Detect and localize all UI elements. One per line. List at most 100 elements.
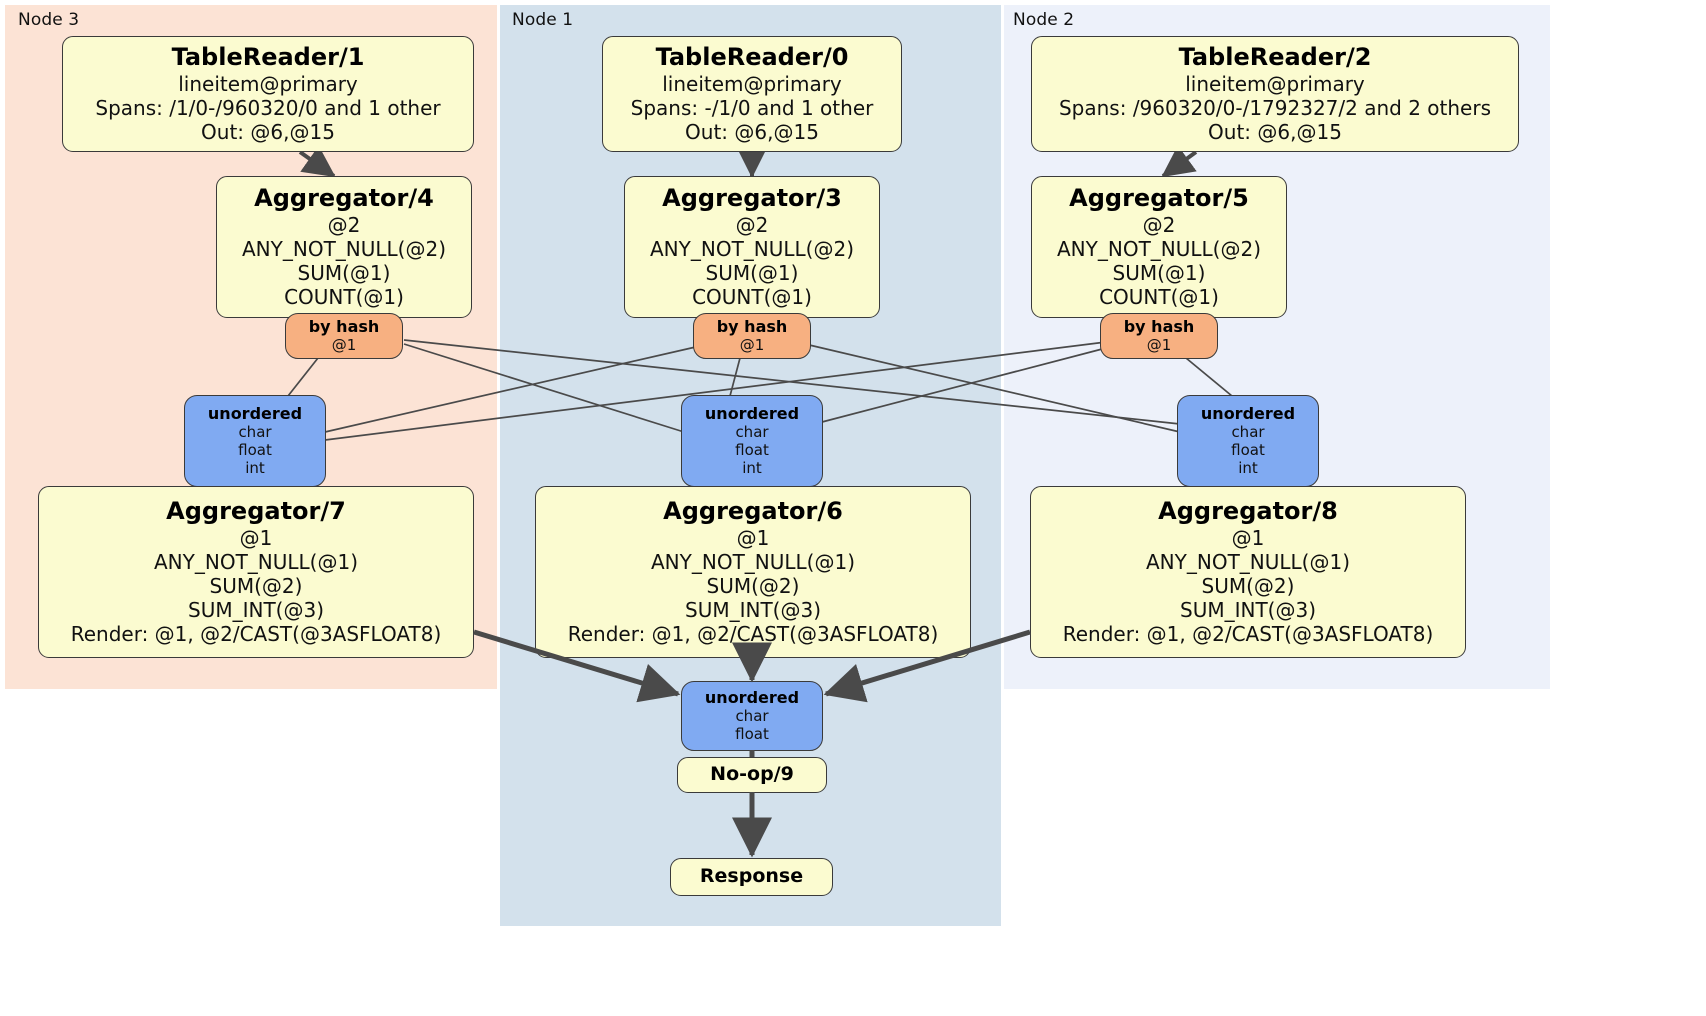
processor-title: Aggregator/5: [1069, 184, 1249, 213]
processor-line: SUM(@1): [1112, 260, 1206, 285]
processor-line: @1: [239, 525, 273, 550]
processor-title: TableReader/0: [655, 43, 849, 72]
node-label-node2: Node 2: [1013, 10, 1075, 30]
processor-title: Aggregator/3: [662, 184, 842, 213]
receiver-line: float: [735, 725, 769, 744]
processor-aggregator-5[interactable]: Aggregator/5 @2 ANY_NOT_NULL(@2) SUM(@1)…: [1031, 176, 1287, 318]
processor-title: Aggregator/8: [1158, 497, 1338, 526]
processor-line: ANY_NOT_NULL(@2): [650, 236, 854, 261]
edge-byhash-node1-to-unordered-node2: [804, 343, 1181, 433]
processor-response[interactable]: Response: [670, 858, 833, 896]
receiver-line: int: [245, 459, 265, 478]
receiver-line: char: [1231, 423, 1265, 442]
processor-line: COUNT(@1): [1099, 284, 1219, 309]
router-title: by hash: [1123, 316, 1195, 336]
processor-title: Aggregator/6: [663, 497, 843, 526]
receiver-line: char: [735, 707, 769, 726]
edge-byhash-node2-to-unordered-node2: [1185, 357, 1233, 397]
processor-line: Render: @1, @2/CAST(@3ASFLOAT8): [1062, 621, 1434, 646]
receiver-unordered-node1[interactable]: unordered char float int: [681, 395, 823, 487]
processor-line: @2: [327, 212, 361, 237]
processor-line: Out: @6,@15: [201, 119, 335, 144]
processor-line: SUM_INT(@3): [1180, 597, 1316, 622]
processor-line: SUM(@2): [209, 573, 303, 598]
processor-aggregator-7[interactable]: Aggregator/7 @1 ANY_NOT_NULL(@1) SUM(@2)…: [38, 486, 474, 658]
processor-line: @2: [1142, 212, 1176, 237]
processor-title: Aggregator/4: [254, 184, 434, 213]
receiver-line: char: [735, 423, 769, 442]
receiver-line: float: [238, 441, 272, 460]
receiver-line: char: [238, 423, 272, 442]
receiver-line: int: [1238, 459, 1258, 478]
processor-line: COUNT(@1): [284, 284, 404, 309]
receiver-line: int: [742, 459, 762, 478]
processor-aggregator-3[interactable]: Aggregator/3 @2 ANY_NOT_NULL(@2) SUM(@1)…: [624, 176, 880, 318]
processor-line: Spans: -/1/0 and 1 other: [630, 95, 874, 120]
processor-title: Response: [699, 865, 804, 888]
router-title: by hash: [716, 316, 788, 336]
processor-line: @2: [735, 212, 769, 237]
processor-line: Spans: /960320/0-/1792327/2 and 2 others: [1058, 95, 1491, 120]
receiver-unordered-node2[interactable]: unordered char float int: [1177, 395, 1319, 487]
processor-line: SUM(@2): [1201, 573, 1295, 598]
processor-tablereader-0[interactable]: TableReader/0 lineitem@primary Spans: -/…: [602, 36, 902, 152]
processor-line: Render: @1, @2/CAST(@3ASFLOAT8): [567, 621, 939, 646]
processor-line: @1: [736, 525, 770, 550]
processor-line: Render: @1, @2/CAST(@3ASFLOAT8): [70, 621, 442, 646]
processor-title: Aggregator/7: [166, 497, 346, 526]
edge-tablereader1-to-aggregator4: [298, 145, 336, 178]
processor-line: SUM(@1): [297, 260, 391, 285]
edge-byhash-node1-to-unordered-node3: [324, 345, 701, 433]
router-line: @1: [1146, 336, 1172, 355]
receiver-unordered-node3[interactable]: unordered char float int: [184, 395, 326, 487]
processor-tablereader-2[interactable]: TableReader/2 lineitem@primary Spans: /9…: [1031, 36, 1519, 152]
processor-line: ANY_NOT_NULL(@2): [242, 236, 446, 261]
receiver-line: float: [735, 441, 769, 460]
router-by-hash-node2[interactable]: by hash @1: [1100, 313, 1218, 359]
node-label-node1: Node 1: [512, 10, 574, 30]
router-by-hash-node1[interactable]: by hash @1: [693, 313, 811, 359]
processor-line: ANY_NOT_NULL(@1): [1146, 549, 1350, 574]
processor-line: ANY_NOT_NULL(@1): [651, 549, 855, 574]
processor-title: TableReader/1: [171, 43, 365, 72]
processor-line: @1: [1231, 525, 1265, 550]
receiver-title: unordered: [704, 403, 800, 423]
processor-aggregator-6[interactable]: Aggregator/6 @1 ANY_NOT_NULL(@1) SUM(@2)…: [535, 486, 971, 658]
processor-aggregator-4[interactable]: Aggregator/4 @2 ANY_NOT_NULL(@2) SUM(@1)…: [216, 176, 472, 318]
processor-line: SUM_INT(@3): [685, 597, 821, 622]
processor-line: COUNT(@1): [692, 284, 812, 309]
edge-byhash-node2-to-unordered-node1: [821, 347, 1107, 423]
receiver-title: unordered: [1200, 403, 1296, 423]
router-line: @1: [739, 336, 765, 355]
processor-title: No-op/9: [710, 763, 794, 786]
receiver-line: float: [1231, 441, 1265, 460]
router-title: by hash: [308, 316, 380, 336]
node-label-node3: Node 3: [18, 10, 80, 30]
receiver-title: unordered: [704, 687, 800, 707]
processor-line: SUM(@2): [706, 573, 800, 598]
processor-line: ANY_NOT_NULL(@2): [1057, 236, 1261, 261]
processor-line: ANY_NOT_NULL(@1): [154, 549, 358, 574]
edge-tablereader2-to-aggregator5: [1161, 145, 1198, 178]
edge-byhash-node3-to-unordered-node1: [403, 343, 685, 433]
processor-line: lineitem@primary: [1185, 71, 1365, 96]
receiver-title: unordered: [207, 403, 303, 423]
processor-line: SUM(@1): [705, 260, 799, 285]
edge-aggregator8-to-unordered-final: [823, 629, 1031, 703]
processor-tablereader-1[interactable]: TableReader/1 lineitem@primary Spans: /1…: [62, 36, 474, 152]
processor-line: lineitem@primary: [178, 71, 358, 96]
processor-line: SUM_INT(@3): [188, 597, 324, 622]
edge-aggregator7-to-unordered-final: [473, 629, 681, 703]
processor-title: TableReader/2: [1178, 43, 1372, 72]
processor-line: lineitem@primary: [662, 71, 842, 96]
processor-aggregator-8[interactable]: Aggregator/8 @1 ANY_NOT_NULL(@1) SUM(@2)…: [1030, 486, 1466, 658]
processor-line: Out: @6,@15: [1208, 119, 1342, 144]
edge-byhash-node3-to-unordered-node3: [287, 357, 319, 397]
edge-byhash-node2-to-unordered-node3: [324, 341, 1107, 441]
processor-line: Out: @6,@15: [685, 119, 819, 144]
router-by-hash-node3[interactable]: by hash @1: [285, 313, 403, 359]
router-line: @1: [331, 336, 357, 355]
